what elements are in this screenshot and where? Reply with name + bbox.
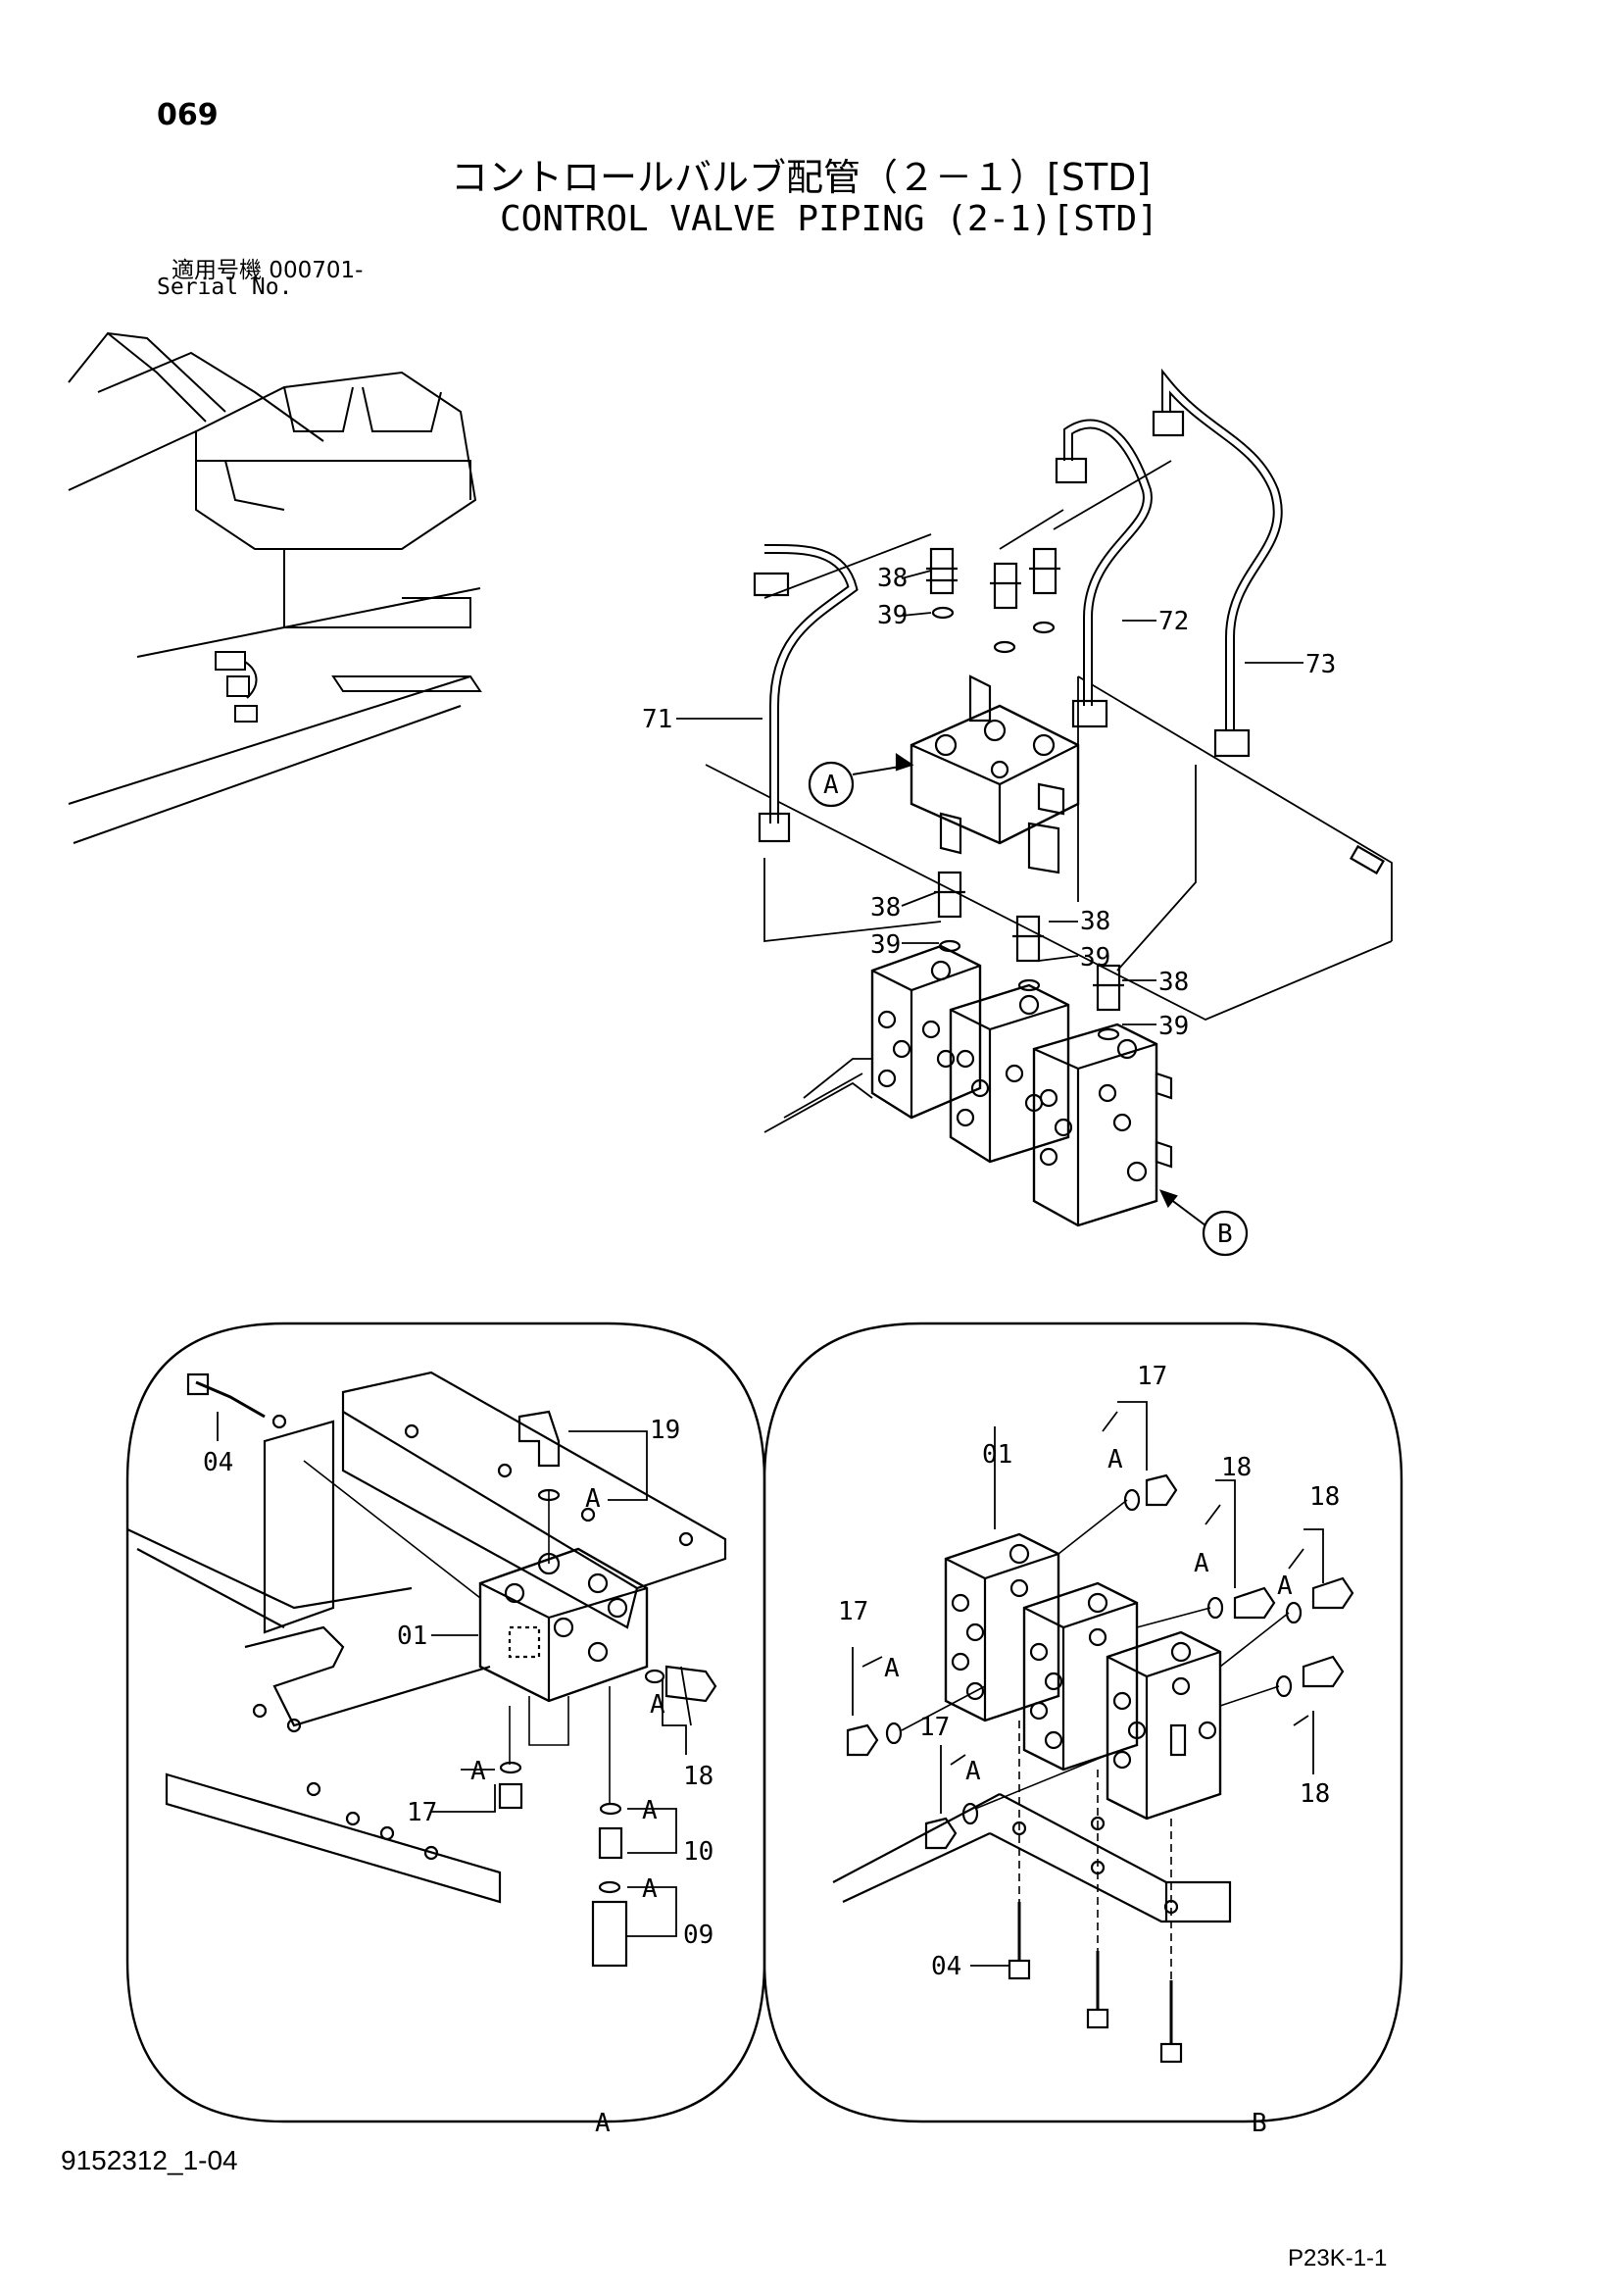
callout-18: 18 bbox=[683, 1762, 713, 1791]
callout-18: 18 bbox=[1300, 1779, 1330, 1809]
callout-19: 19 bbox=[650, 1416, 680, 1445]
callout-38: 38 bbox=[870, 893, 901, 923]
callout-72: 72 bbox=[1158, 607, 1189, 636]
title-english: CONTROL VALVE PIPING (2-1)[STD] bbox=[500, 199, 1158, 239]
callout-38: 38 bbox=[1158, 968, 1189, 997]
title-japanese: コントロールバルブ配管（２－１）[STD] bbox=[451, 156, 1152, 199]
main-callout-leaders bbox=[676, 570, 1303, 1025]
callout-a: A bbox=[470, 1757, 486, 1786]
callout-a: A bbox=[642, 1796, 658, 1825]
callout-18: 18 bbox=[1221, 1453, 1252, 1482]
machine-overview-sketch bbox=[68, 331, 482, 844]
callout-10: 10 bbox=[683, 1837, 713, 1867]
callout-17: 17 bbox=[919, 1713, 950, 1742]
marker-b: B bbox=[1217, 1220, 1233, 1249]
panel-label-a: A bbox=[595, 2109, 611, 2138]
callout-39: 39 bbox=[877, 601, 908, 630]
page-number: 069 bbox=[157, 98, 219, 132]
serial-label-english: Serial No. bbox=[157, 275, 293, 300]
valve-bank bbox=[763, 944, 1173, 1227]
callout-17: 17 bbox=[407, 1798, 437, 1827]
callout-04: 04 bbox=[203, 1448, 233, 1477]
main-assembly bbox=[705, 368, 1393, 1257]
panel-labels: A B bbox=[595, 2109, 1267, 2138]
serial-label-japanese: 適用号機 000701- bbox=[172, 258, 364, 283]
callout-01: 01 bbox=[982, 1440, 1012, 1470]
callout-a: A bbox=[884, 1654, 900, 1683]
callout-39: 39 bbox=[1158, 1012, 1189, 1041]
callout-18: 18 bbox=[1309, 1482, 1340, 1512]
callout-a: A bbox=[585, 1484, 601, 1514]
callout-a: A bbox=[650, 1690, 665, 1720]
callout-04: 04 bbox=[931, 1952, 961, 1981]
callout-38: 38 bbox=[877, 564, 908, 593]
main-callouts: 38 39 38 39 72 73 71 38 39 38 39 38 39 A… bbox=[642, 564, 1336, 1249]
panel-label-b: B bbox=[1252, 2109, 1267, 2138]
marker-a: A bbox=[823, 771, 839, 800]
detail-b-callouts: 17 01 A 18 A 18 A 17 A 17 A 18 04 bbox=[838, 1362, 1340, 1981]
callout-a: A bbox=[1277, 1572, 1293, 1601]
callout-a: A bbox=[1107, 1445, 1123, 1474]
callout-a: A bbox=[1194, 1549, 1209, 1578]
callout-17: 17 bbox=[838, 1597, 868, 1626]
callout-a: A bbox=[965, 1757, 981, 1786]
detail-panel-b bbox=[762, 1322, 1403, 2123]
callout-01: 01 bbox=[397, 1622, 427, 1651]
detail-panel-a bbox=[125, 1322, 766, 2123]
callout-38: 38 bbox=[1080, 907, 1110, 936]
callout-a: A bbox=[642, 1874, 658, 1904]
detail-a-callouts: 19 04 A 01 A 18 A 17 A 10 A 09 bbox=[203, 1416, 713, 1950]
callout-09: 09 bbox=[683, 1921, 713, 1950]
callout-71: 71 bbox=[642, 705, 672, 734]
callout-39: 39 bbox=[870, 930, 901, 960]
callout-17: 17 bbox=[1137, 1362, 1167, 1391]
document-id: 9152312_1-04 bbox=[61, 2145, 238, 2175]
callout-73: 73 bbox=[1305, 650, 1336, 679]
callout-39: 39 bbox=[1080, 943, 1110, 973]
page-code: P23K-1-1 bbox=[1288, 2245, 1388, 2271]
